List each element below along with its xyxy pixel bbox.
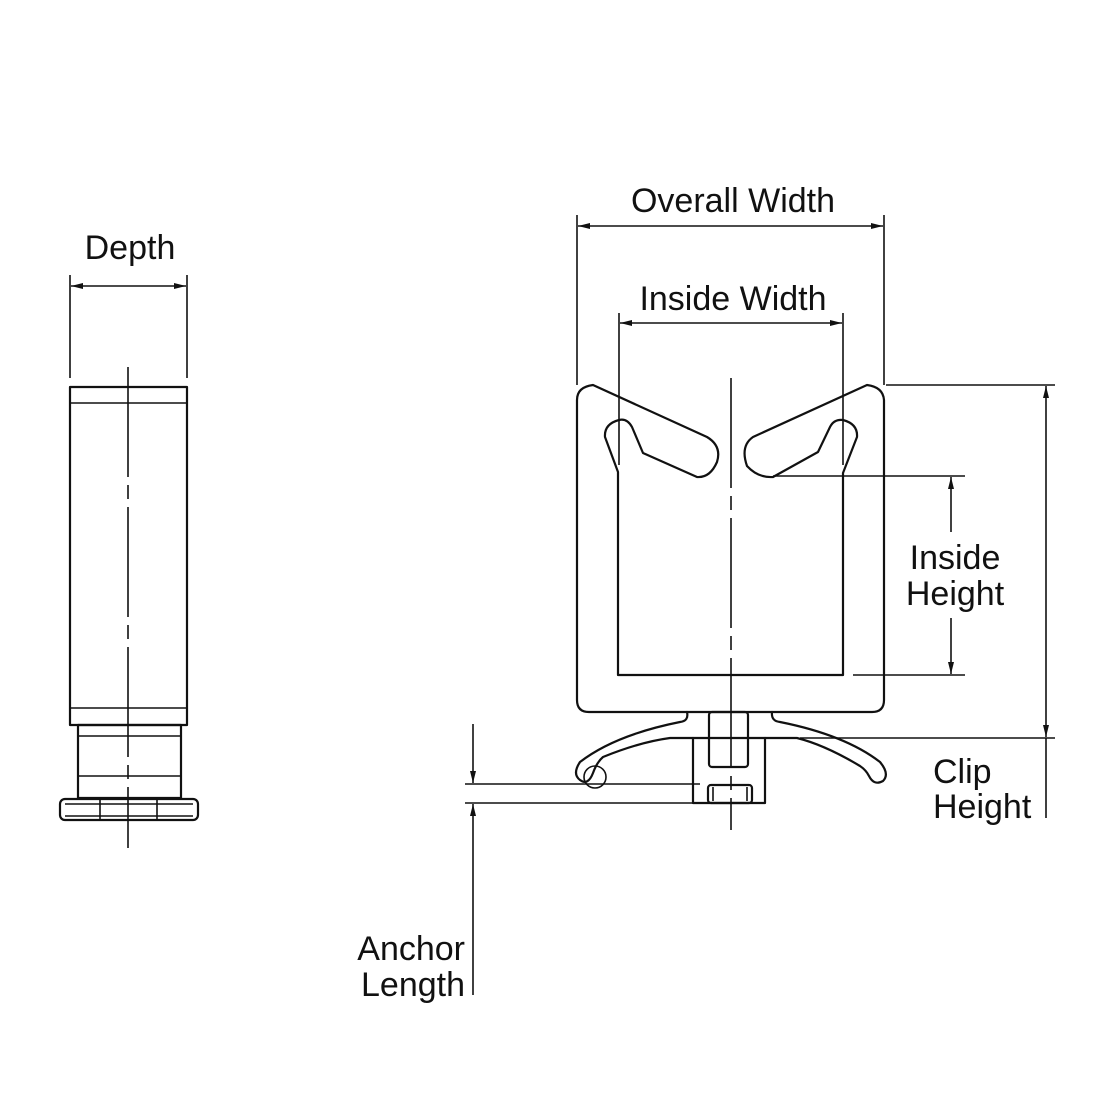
anchor-post — [707, 710, 750, 769]
anchor-base — [691, 736, 767, 805]
depth-dimension: Depth — [69, 229, 188, 378]
overall-width-label: Overall Width — [631, 182, 835, 220]
front-view — [574, 378, 887, 830]
inside-height-label-line2: Height — [906, 575, 1005, 613]
side-view — [58, 367, 200, 848]
inside-width-label: Inside Width — [639, 280, 826, 318]
clip-height-dimension: Clip Height — [800, 384, 1055, 826]
side-flange — [58, 797, 200, 822]
left-wing — [574, 710, 695, 783]
anchor-ball — [583, 765, 607, 789]
anchor-length-label-line2: Length — [361, 966, 465, 1004]
inside-height-dimension: Inside Height — [773, 475, 1005, 676]
clip-height-label-line2: Height — [933, 788, 1032, 826]
depth-label: Depth — [85, 229, 176, 267]
inside-width-dimension: Inside Width — [618, 280, 844, 465]
right-wing — [763, 710, 887, 784]
clip-height-label-line1: Clip — [933, 753, 992, 791]
anchor-nut — [706, 783, 754, 805]
inside-height-label-line1: Inside — [910, 539, 1001, 577]
overall-width-dimension: Overall Width — [576, 182, 885, 385]
anchor-length-dimension: Anchor Length — [357, 724, 700, 1004]
anchor-length-label-line1: Anchor — [357, 930, 465, 968]
